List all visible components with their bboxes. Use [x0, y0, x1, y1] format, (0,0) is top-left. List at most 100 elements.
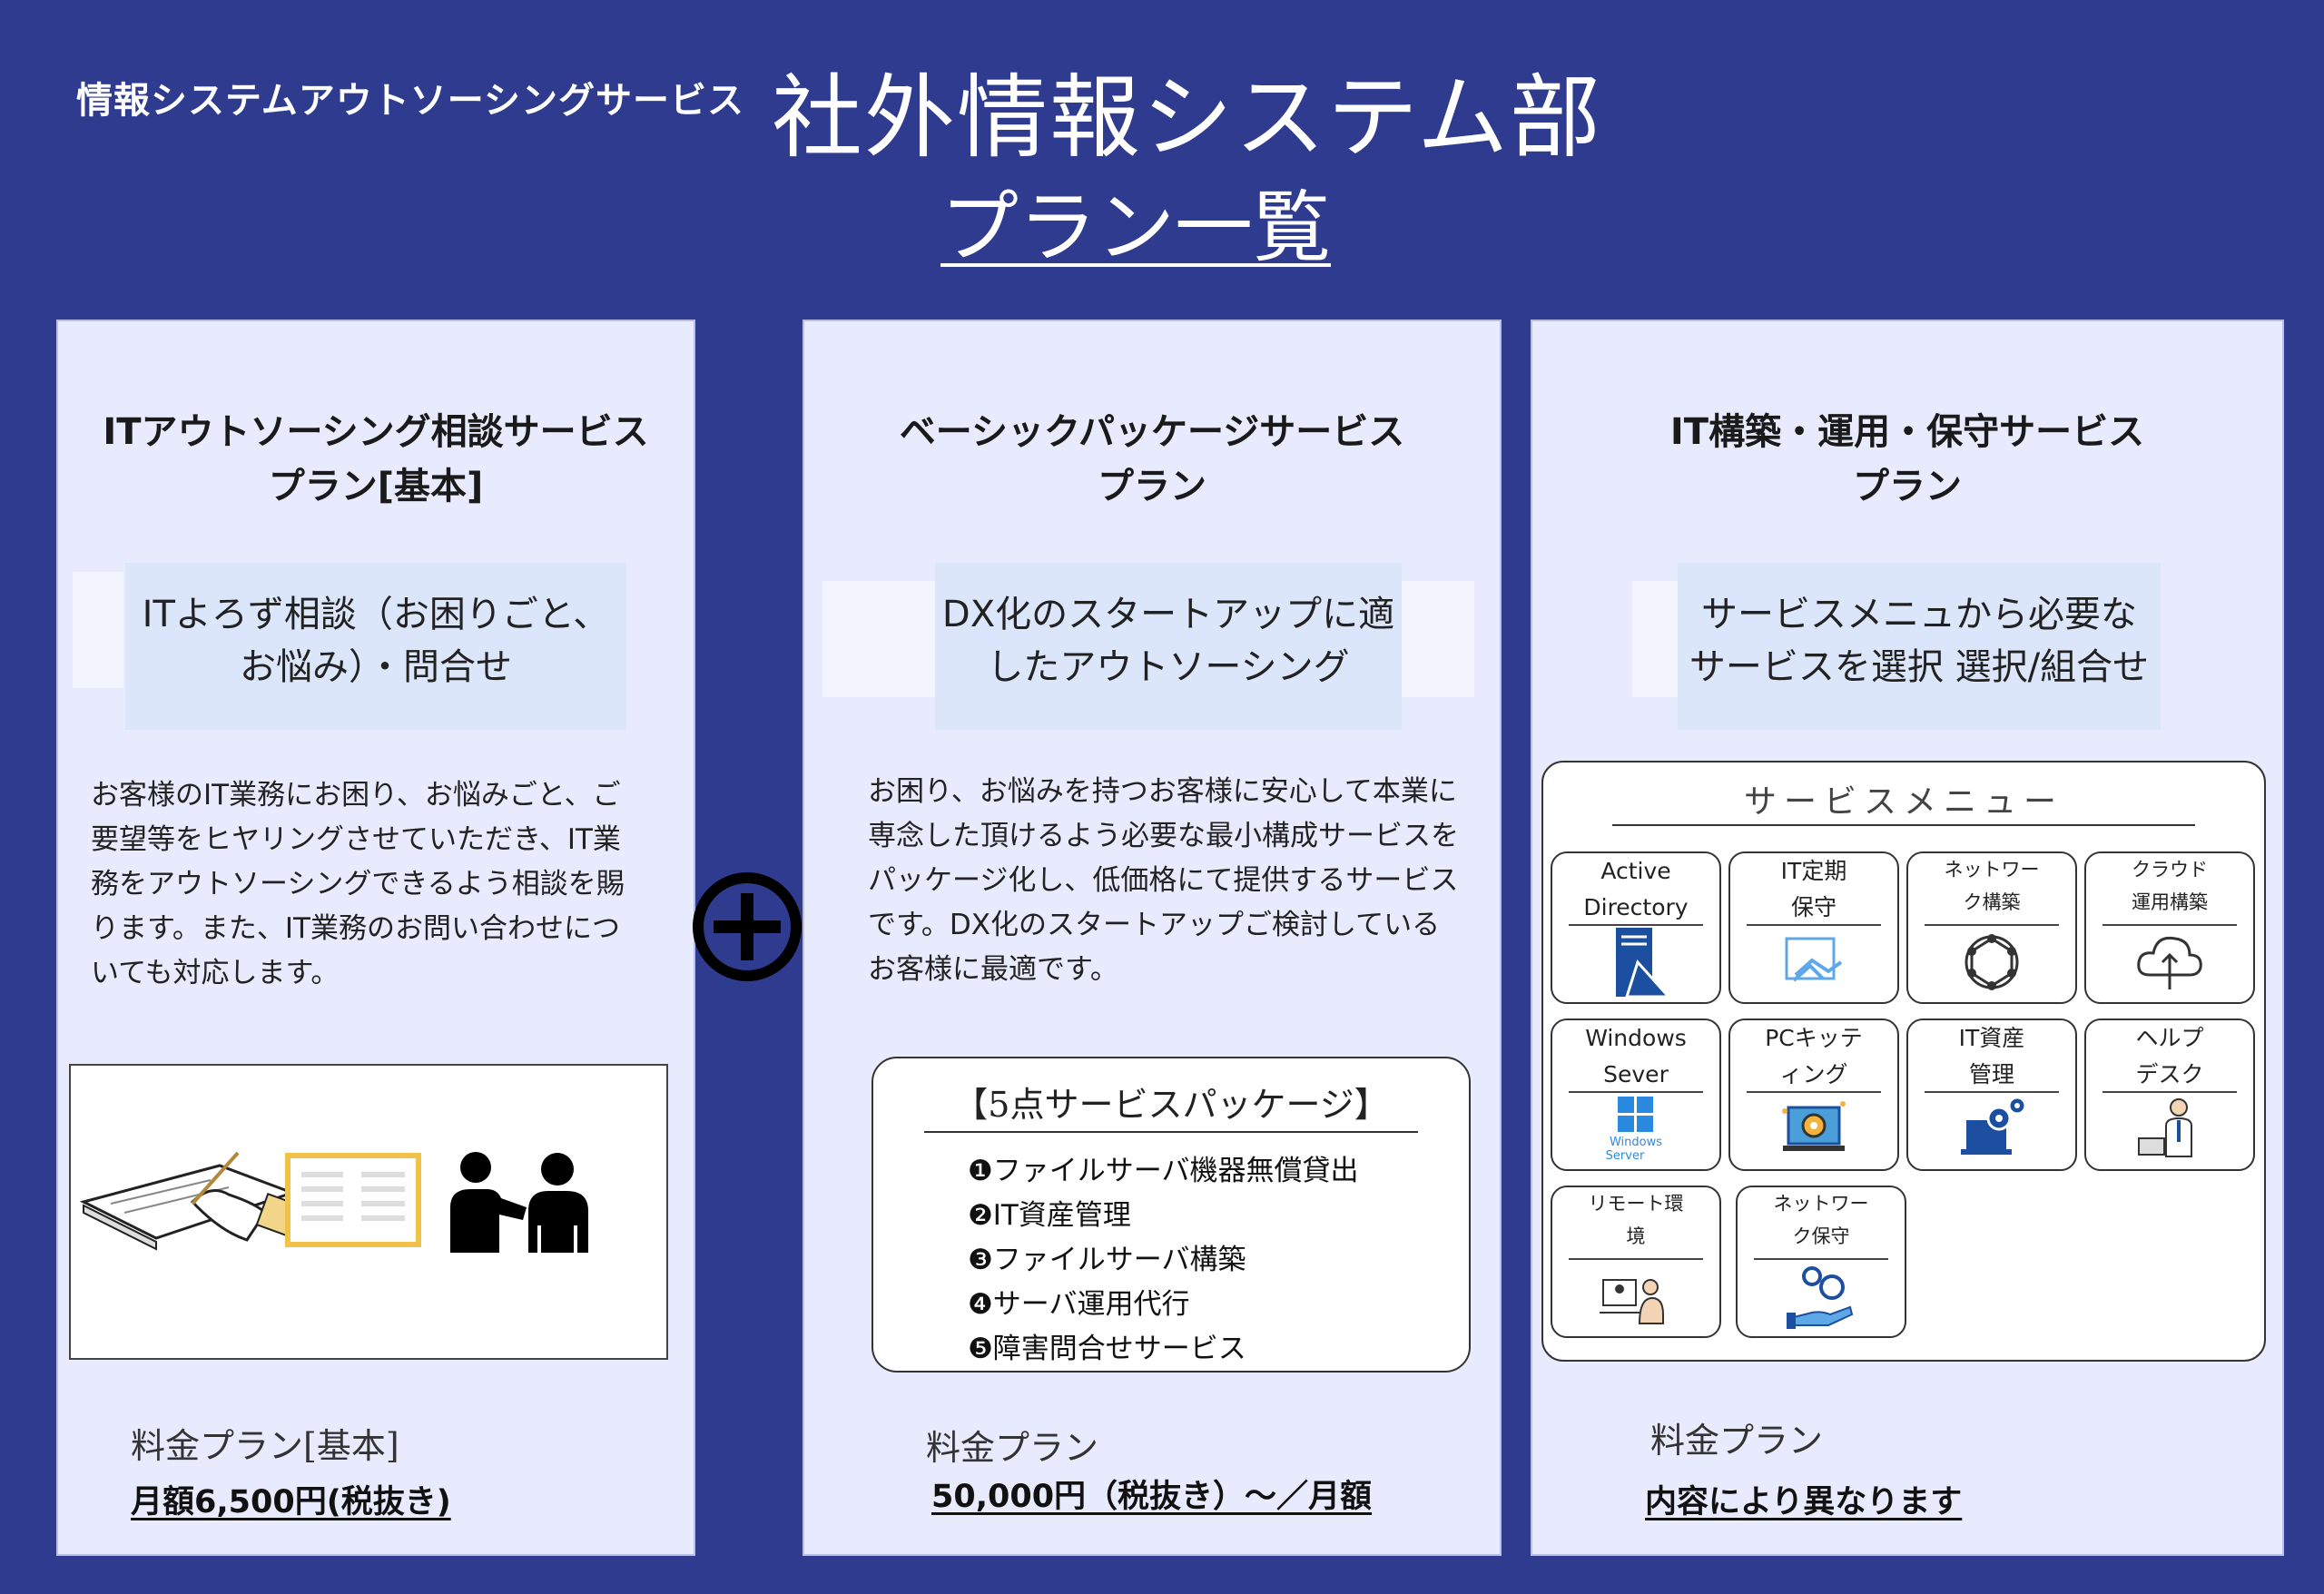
- divider: [1747, 1091, 1881, 1093]
- tile-label-line: クラウド: [2132, 859, 2208, 881]
- plan-panel-consulting: ITアウトソーシング相談サービス プラン[基本] ITよろず相談（お困りごと、 …: [56, 320, 695, 1556]
- tile-label-line: 境: [1626, 1225, 1646, 1247]
- service-tile-it-asset[interactable]: IT資産管理: [1906, 1018, 2077, 1171]
- tile-label: PCキッティング: [1730, 1020, 1897, 1093]
- service-menu-title: サービスメニュー: [1743, 783, 2063, 821]
- highlight-fade: [1402, 581, 1474, 697]
- plan-highlight: ITよろず相談（お困りごと、 お悩み）・問合せ: [125, 563, 626, 730]
- plan-panel-build-operate: IT構築・運用・保守サービス プラン サービスメニュから必要な サービスを選択 …: [1531, 320, 2284, 1556]
- tile-label-line: 運用構築: [2132, 891, 2208, 913]
- tile-label: IT定期保守: [1730, 853, 1897, 926]
- divider: [1747, 924, 1881, 926]
- desc-line: いても対応します。: [91, 957, 340, 989]
- service-tile-it-maintenance[interactable]: IT定期保守: [1728, 851, 1899, 1004]
- fee-value: 内容により異なります: [1645, 1484, 1963, 1520]
- tile-label: IT資産管理: [1908, 1020, 2075, 1093]
- tile-label-line: ネットワー: [1944, 859, 2040, 881]
- tile-label-line: ク保守: [1792, 1225, 1850, 1247]
- divider: [1569, 1258, 1703, 1260]
- laptop-gears-icon: [1961, 1096, 2027, 1155]
- plan-title-line2: プラン[基本]: [268, 466, 484, 507]
- fee-value: 50,000円（税抜き）～／月額: [931, 1479, 1373, 1515]
- service-tile-pc-kitting[interactable]: PCキッティング: [1728, 1018, 1899, 1171]
- plan-highlight: サービスメニュから必要な サービスを選択 選択/組合せ: [1678, 563, 2161, 730]
- cloud-icon: [2137, 936, 2202, 989]
- tile-label-line: Windows: [1585, 1025, 1687, 1051]
- plan-title: ITアウトソーシング相談サービス プラン[基本]: [58, 405, 694, 514]
- package-item: ❺障害問合せサービス: [968, 1333, 1246, 1365]
- tile-label-line: Directory: [1583, 894, 1689, 920]
- service-tile-help-desk[interactable]: ヘルプデスク: [2084, 1018, 2255, 1171]
- service-tile-network-maintenance[interactable]: ネットワーク保守: [1736, 1186, 1906, 1338]
- tile-label: ネットワーク保守: [1738, 1187, 1905, 1253]
- plan-title-line2: プラン: [1098, 466, 1206, 507]
- windows-caption1: Windows: [1610, 1136, 1662, 1149]
- divider: [1925, 924, 2059, 926]
- windows-caption2: Server: [1606, 1149, 1645, 1163]
- fee-value: 月額6,500円(税抜き): [131, 1484, 451, 1520]
- service-package-box: 【5点サービスパッケージ】 ❶ファイルサーバ機器無償貸出 ❷IT資産管理 ❸ファ…: [872, 1057, 1471, 1373]
- plan-description: お困り、お悩みを持つお客様に安心して本業に 専念した頂けるよう必要な最小構成サー…: [868, 770, 1485, 992]
- divider: [1569, 1091, 1703, 1093]
- document-icon: [285, 1153, 421, 1247]
- divider: [1569, 924, 1703, 926]
- divider: [2102, 924, 2237, 926]
- plan-title-line2: プラン: [1853, 466, 1962, 507]
- desc-line: お客様に最適です。: [868, 953, 1118, 986]
- windows-icon: Windows Server: [1606, 1097, 1662, 1163]
- plan-title-line1: IT構築・運用・保守サービス: [1669, 411, 2145, 453]
- tile-label-line: ヘルプ: [2135, 1025, 2204, 1051]
- desc-line: 要望等をヒヤリングさせていただき、IT業: [91, 823, 621, 856]
- plan-panel-basic-package: ベーシックパッケージサービス プラン DX化のスタートアップに適 したアウトソー…: [803, 320, 1502, 1556]
- page-title: 社外情報システム部: [772, 64, 1602, 171]
- desc-line: 専念した頂けるよう必要な最小構成サービスを: [868, 820, 1459, 852]
- highlight-line2: サービスを選択 選択/組合せ: [1689, 646, 2150, 688]
- tile-label-line: 管理: [1968, 1061, 2014, 1087]
- package-title: 【5点サービスパッケージ】: [953, 1085, 1389, 1125]
- service-tile-network-build[interactable]: ネットワーク構築: [1906, 851, 2077, 1004]
- tile-label-line: IT資産: [1958, 1025, 2025, 1051]
- divider: [1754, 1258, 1888, 1260]
- plus-circle-icon: [693, 872, 802, 981]
- highlight-line2: したアウトソーシング: [987, 646, 1350, 688]
- consulting-illustration: [69, 1064, 668, 1360]
- gear-laptop-icon: [1782, 1101, 1846, 1151]
- divider: [924, 1131, 1418, 1133]
- highlight-line1: DX化のスタートアップに適: [941, 594, 1395, 635]
- desc-line: パッケージ化し、低価格にて提供するサービス: [868, 864, 1459, 897]
- service-tile-remote[interactable]: リモート環境: [1551, 1186, 1721, 1338]
- tile-label-line: ィング: [1779, 1061, 1848, 1087]
- desc-line: お困り、お悩みを持つお客様に安心して本業に: [868, 775, 1457, 808]
- highlight-line1: ITよろず相談（お困りごと、: [142, 594, 610, 635]
- service-tile-cloud[interactable]: クラウド運用構築: [2084, 851, 2255, 1004]
- tile-label-line: Active: [1600, 858, 1671, 884]
- divider: [2102, 1091, 2237, 1093]
- highlight-line1: サービスメニュから必要な: [1701, 594, 2137, 635]
- desc-line: お客様のIT業務にお困り、お悩みごと、ご: [91, 779, 621, 812]
- divider: [1612, 824, 2195, 826]
- service-subtitle: 情報システムアウトソーシングサービス: [76, 80, 744, 122]
- tile-label-line: ネットワー: [1773, 1193, 1869, 1215]
- tile-label: ネットワーク構築: [1908, 853, 2075, 919]
- package-items: ❶ファイルサーバ機器無償貸出 ❷IT資産管理 ❸ファイルサーバ構築 ❹サーバ運用…: [968, 1149, 1358, 1372]
- tile-label: リモート環境: [1552, 1187, 1719, 1253]
- server-icon: [1616, 928, 1672, 999]
- tile-label: クラウド運用構築: [2086, 853, 2253, 919]
- package-item: ❹サーバ運用代行: [968, 1288, 1190, 1321]
- tile-label-line: PCキッテ: [1765, 1025, 1863, 1051]
- tile-label-line: ク構築: [1963, 891, 2021, 913]
- network-icon: [1965, 934, 2019, 990]
- plan-title-line1: ITアウトソーシング相談サービス: [103, 411, 649, 453]
- desc-line: 務をアウトソーシングできるよう相談を賜: [91, 868, 625, 900]
- package-item: ❷IT資産管理: [968, 1199, 1131, 1232]
- handshake-icon: [1785, 937, 1843, 982]
- fee-label: 料金プラン: [1650, 1421, 1824, 1461]
- tile-label-line: IT定期: [1780, 858, 1847, 884]
- plan-title-line1: ベーシックパッケージサービス: [899, 411, 1405, 453]
- desc-line: ります。また、IT業務のお問い合わせにつ: [91, 912, 620, 945]
